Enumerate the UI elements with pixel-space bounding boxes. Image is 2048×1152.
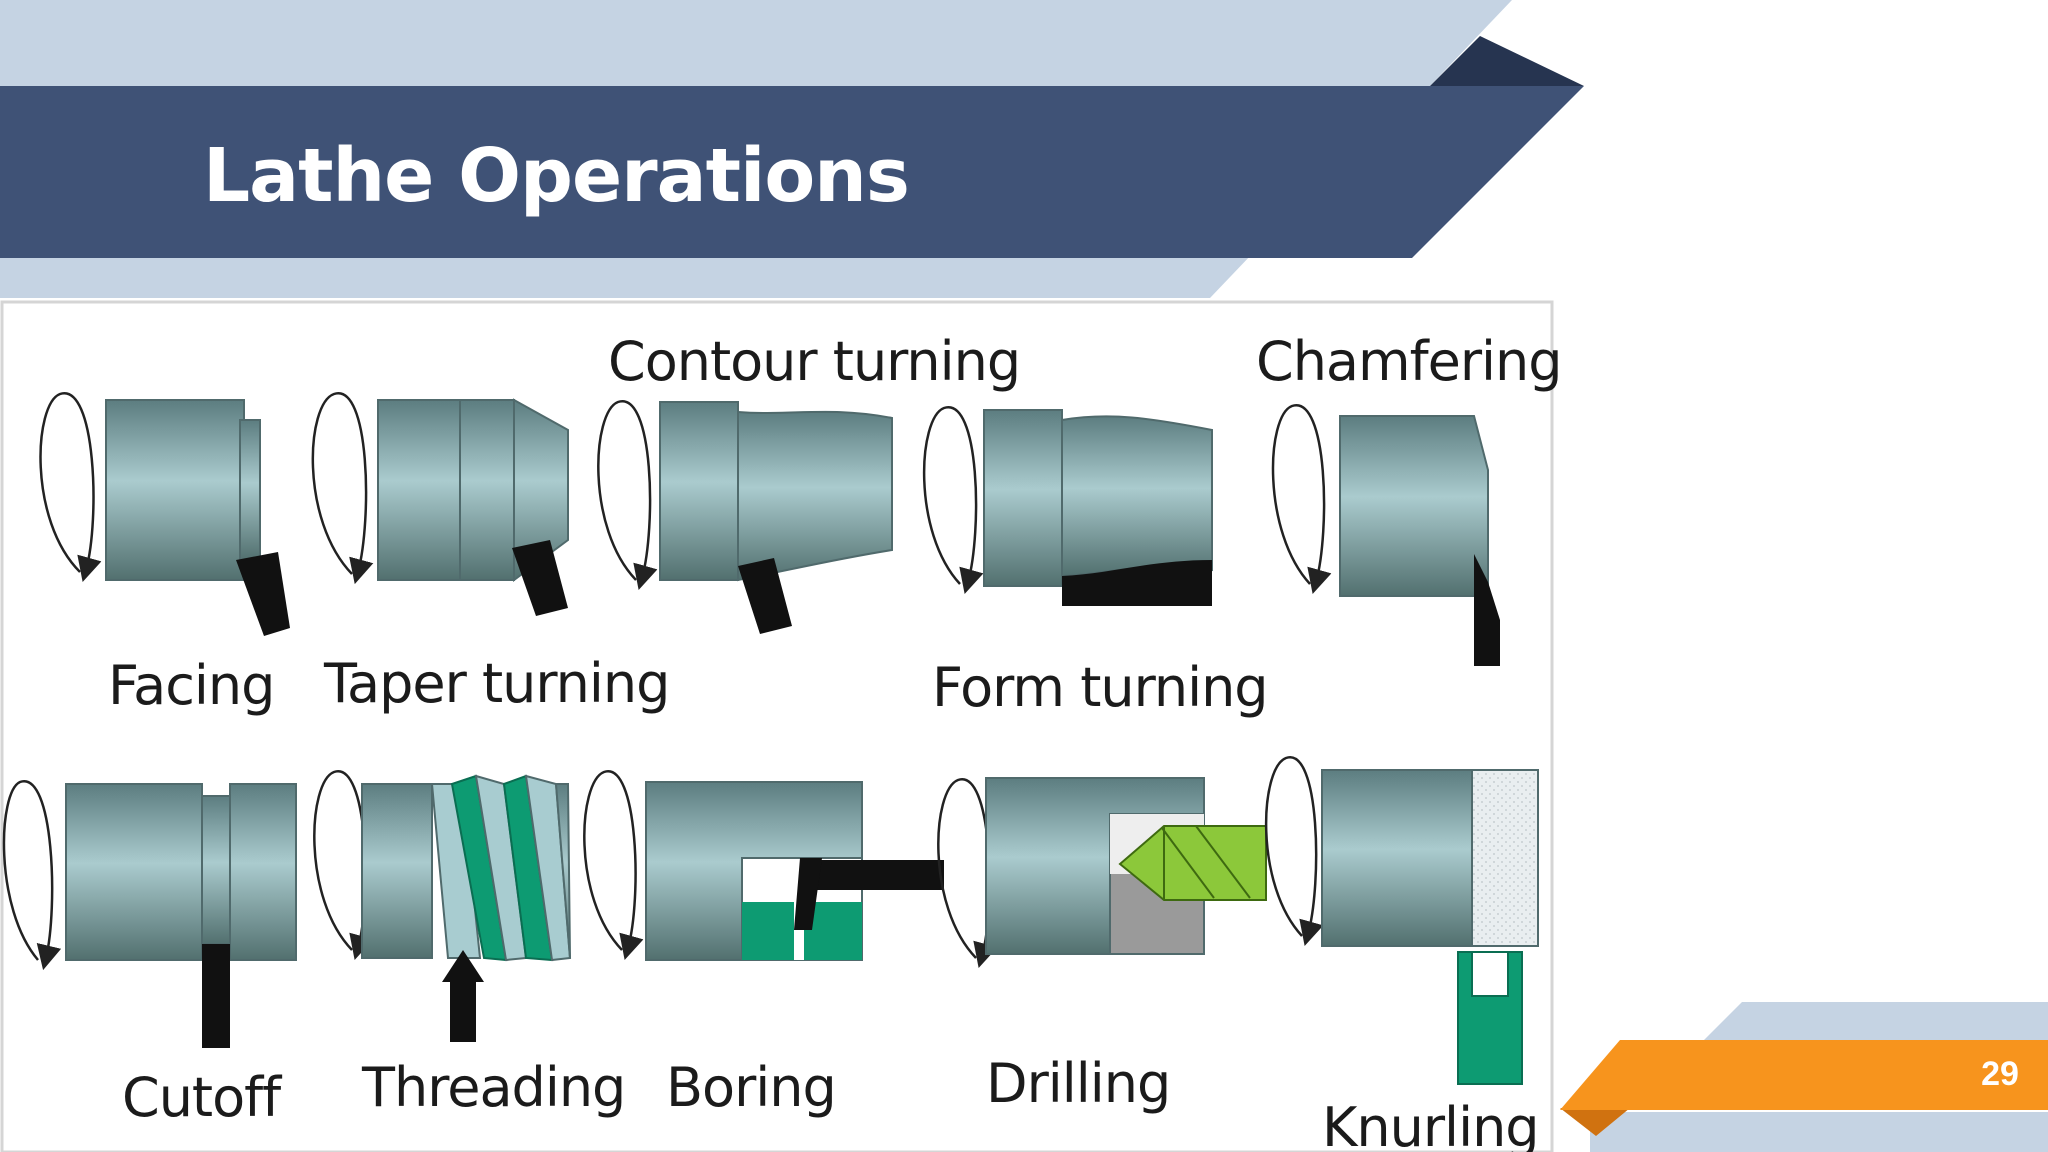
cutoff-illustration	[2, 780, 297, 1048]
drill-bit	[1118, 825, 1267, 901]
threading-tool-tip	[442, 950, 484, 982]
cutting-tool	[512, 540, 568, 616]
rotation-arrow	[311, 392, 374, 585]
form-tool	[1062, 560, 1212, 606]
cutting-tool	[738, 558, 792, 634]
threading-illustration	[313, 770, 572, 1042]
cutting-tool	[236, 552, 290, 636]
boring-illustration	[583, 770, 944, 961]
label-cutoff: Cutoff	[122, 1066, 283, 1129]
label-drilling: Drilling	[986, 1052, 1170, 1115]
taper-turning-illustration	[311, 392, 569, 616]
label-facing: Facing	[108, 654, 274, 717]
threading-tool-shaft	[450, 980, 476, 1042]
page-number: 29	[1981, 1055, 2019, 1093]
facing-illustration	[39, 392, 290, 636]
header-dark-tip	[1430, 36, 1584, 86]
drilling-illustration	[937, 777, 1267, 969]
cutting-tool	[1474, 554, 1500, 666]
label-chamfering: Chamfering	[1256, 330, 1562, 393]
rotation-arrow	[922, 406, 984, 595]
footer-accent-band	[1560, 1040, 2048, 1110]
knurling-illustration	[1264, 756, 1539, 1085]
rotation-arrow	[1264, 756, 1324, 947]
label-knurling: Knurling	[1322, 1096, 1539, 1152]
contour-turning-illustration	[597, 400, 893, 634]
chamfering-illustration	[1271, 404, 1500, 666]
rotation-arrow	[39, 392, 102, 583]
form-turning-illustration	[922, 406, 1213, 606]
label-form-turning: Form turning	[932, 656, 1268, 719]
knurled-surface	[1471, 769, 1539, 947]
rotation-arrow	[583, 770, 644, 961]
header-band-light-bottom	[0, 254, 1252, 298]
parting-tool	[202, 944, 230, 1048]
boring-bar	[800, 860, 944, 890]
boring-tool-tip	[794, 858, 822, 930]
knurling-wheel-slot	[1471, 951, 1509, 997]
label-contour-turning: Contour turning	[608, 330, 1020, 393]
footer-band-light-bottom	[1590, 1112, 2048, 1152]
rotation-arrow	[2, 780, 62, 971]
header-band-light-top	[0, 0, 1512, 86]
label-boring: Boring	[666, 1056, 836, 1119]
label-threading: Threading	[361, 1056, 625, 1119]
rotation-arrow	[597, 400, 658, 591]
slide-title: Lathe Operations	[203, 133, 910, 219]
footer-accent-dark	[1560, 1108, 1630, 1136]
footer-band-light-top	[1700, 1002, 2048, 1044]
header-band	[0, 86, 1584, 258]
label-taper-turning: Taper turning	[323, 652, 669, 715]
rotation-arrow	[1271, 404, 1332, 595]
